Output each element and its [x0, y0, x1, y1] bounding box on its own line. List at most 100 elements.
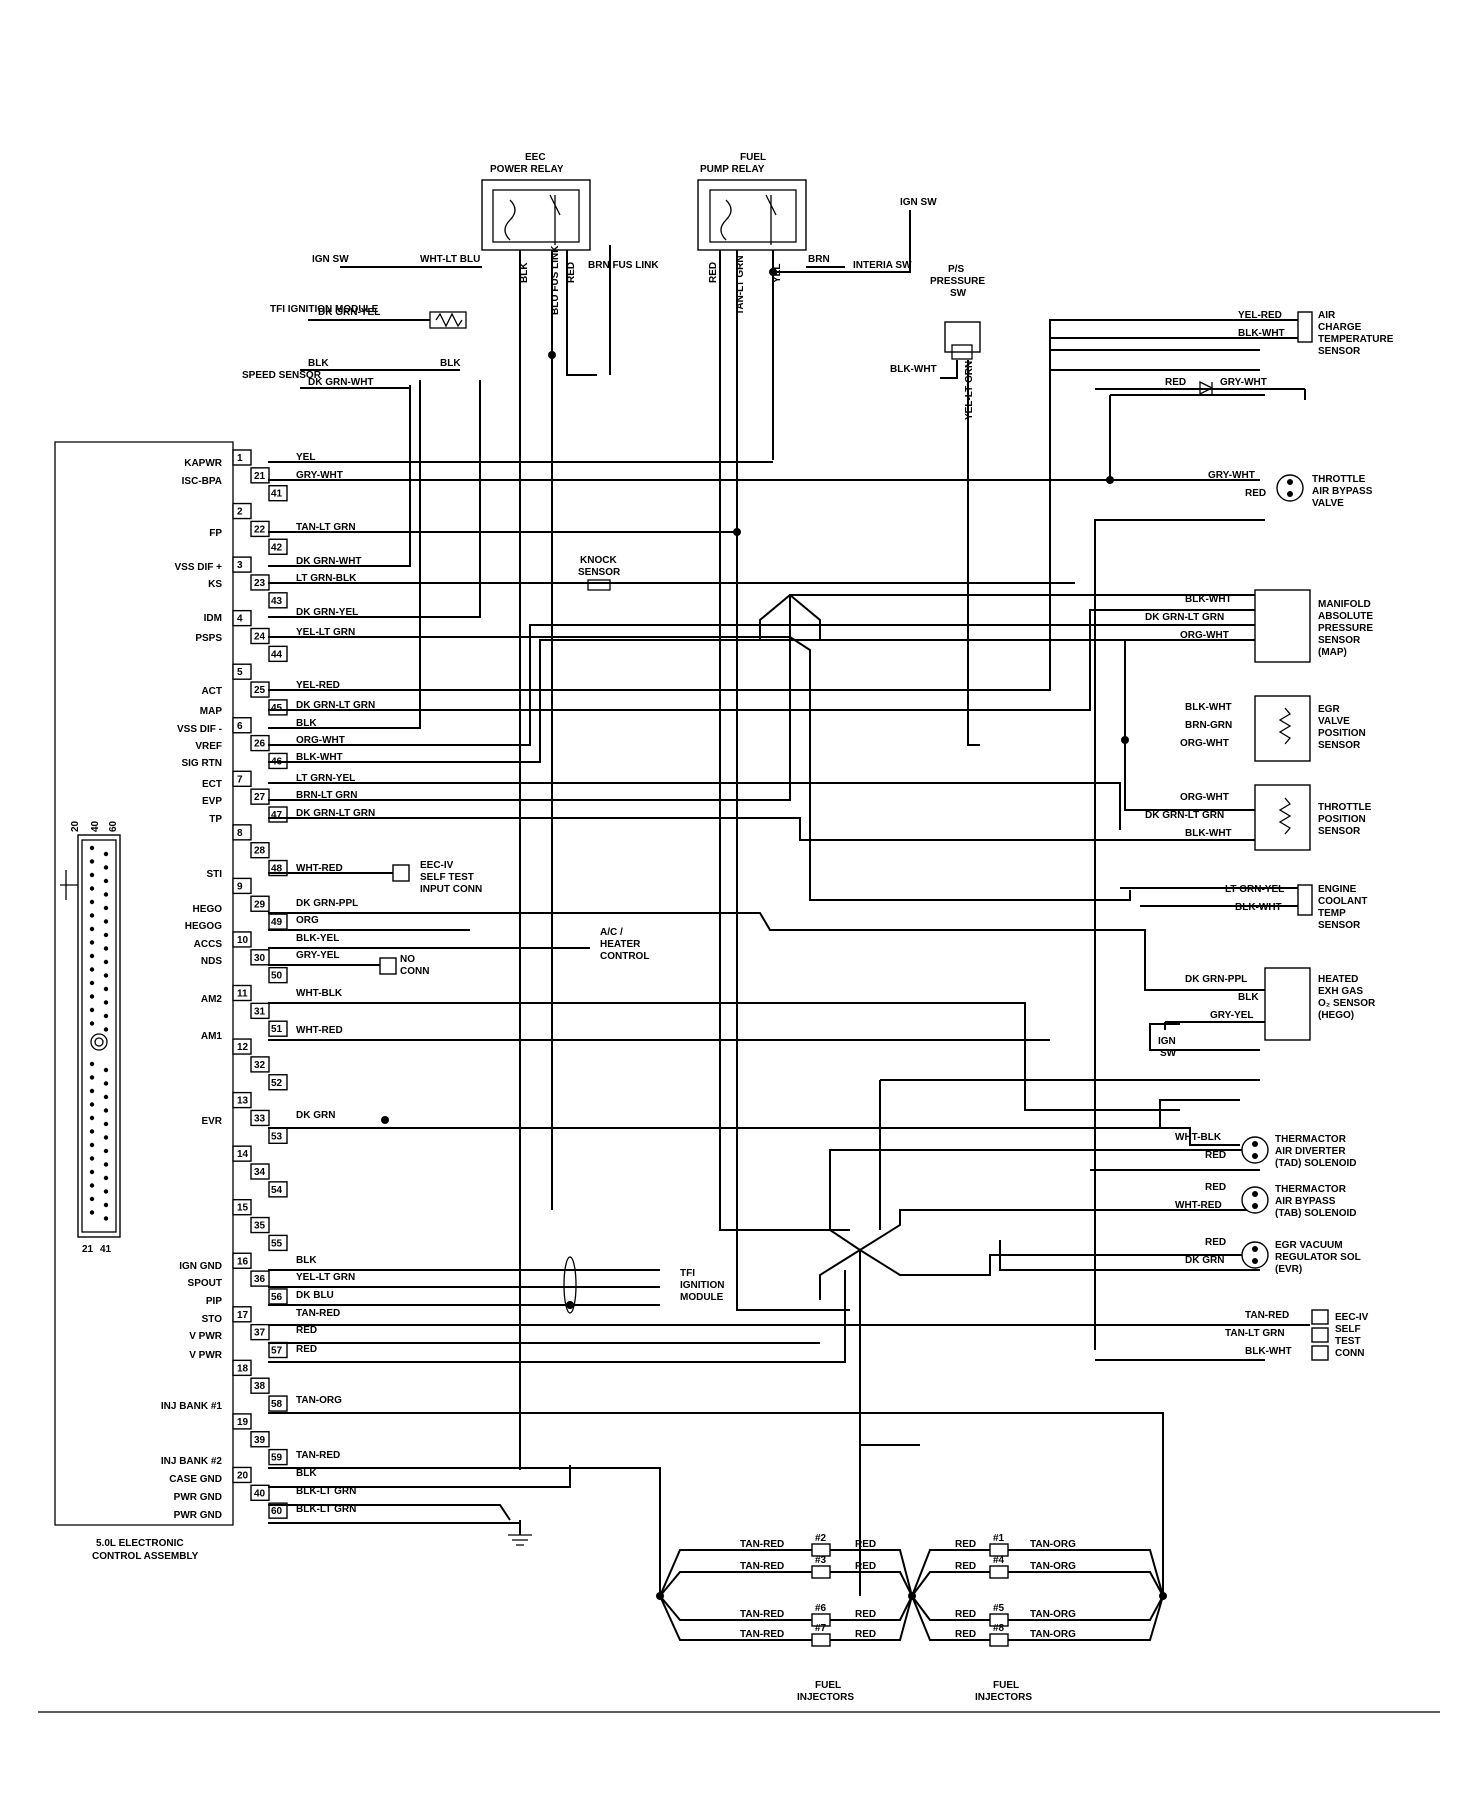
egr-n2: VALVE — [1318, 716, 1350, 727]
act-n2: CHARGE — [1318, 322, 1362, 333]
pin-label-mid: 30 — [254, 953, 266, 964]
throttle-air-bypass-valve: GRY-WHT RED THROTTLE AIR BYPASS VALVE — [1208, 470, 1373, 509]
pin-label-left: 8 — [237, 828, 243, 839]
st-n4: CONN — [1335, 1348, 1364, 1359]
injector-wire: RED — [955, 1561, 976, 1572]
tps-w3: BLK-WHT — [1185, 828, 1232, 839]
tabs-w2: WHT-RED — [1175, 1200, 1222, 1211]
act-w2: BLK-WHT — [1238, 328, 1285, 339]
ecu-signal: VSS DIF - — [177, 724, 222, 735]
ecu-signal: ISC-BPA — [182, 476, 222, 487]
map-w3: ORG-WHT — [1180, 630, 1229, 641]
injector-number: #5 — [993, 1603, 1005, 1614]
wire-label: TAN-RED — [296, 1308, 340, 1319]
knock-line2: SENSOR — [578, 567, 621, 578]
ecu-signal: FP — [209, 528, 222, 539]
pin-label-mid: 33 — [254, 1113, 266, 1124]
map-sensor: BLK-WHT DK GRN-LT GRN ORG-WHT MANIFOLD A… — [1145, 589, 1373, 663]
tfi-b-line1: TFI — [680, 1268, 695, 1279]
injector-wire: TAN-ORG — [1030, 1609, 1076, 1620]
pin-label-right: 42 — [271, 542, 283, 553]
wire-label: BLK — [296, 1468, 317, 1479]
wire-harness — [268, 210, 1310, 1641]
ecu-signal: HEGO — [193, 904, 223, 915]
act-n3: TEMPERATURE — [1318, 334, 1394, 345]
ect-w2: BLK-WHT — [1235, 902, 1282, 913]
pin-label-mid: 37 — [254, 1328, 266, 1339]
wire-brn: BRN — [808, 254, 830, 265]
pin-label-left: 3 — [237, 560, 243, 571]
evr-n1: EGR VACUUM — [1275, 1240, 1343, 1251]
pin-label-mid: 36 — [254, 1274, 266, 1285]
ps-line1: P/S — [948, 264, 964, 275]
ecu-signal: ACCS — [194, 939, 223, 950]
wire-label: BLK-WHT — [296, 752, 343, 763]
knock-line1: KNOCK — [580, 555, 617, 566]
tad-n1: THERMACTOR — [1275, 1134, 1347, 1145]
pin-label-left: 15 — [237, 1203, 249, 1214]
hego-n4: (HEGO) — [1318, 1010, 1354, 1021]
ecu-signal: HEGOG — [185, 921, 222, 932]
ect-n1: ENGINE — [1318, 884, 1357, 895]
ps-pressure-switch: P/S PRESSURE SW — [930, 264, 985, 360]
pin-label-right: 59 — [271, 1453, 283, 1464]
pin-label-left: 20 — [237, 1470, 249, 1481]
map-n1: MANIFOLD — [1318, 599, 1371, 610]
tabs-n3: (TAB) SOLENOID — [1275, 1208, 1356, 1219]
pin-label-right: 56 — [271, 1292, 283, 1303]
tab-w2: RED — [1245, 488, 1266, 499]
eec-relay-line2: POWER RELAY — [490, 164, 564, 175]
map-n4: SENSOR — [1318, 635, 1361, 646]
ecu-signal: STI — [206, 869, 222, 880]
wire-pump-yel: YEL — [772, 264, 783, 283]
wire-blu-fus-link: BLU FUS LINK — [550, 245, 561, 315]
air-charge-temp-sensor: YEL-RED BLK-WHT AIR CHARGE TEMPERATURE S… — [1050, 310, 1394, 357]
pin-label-mid: 39 — [254, 1435, 266, 1446]
wire-label: WHT-BLK — [296, 988, 343, 999]
pin-label-right: 53 — [271, 1131, 283, 1142]
pin-label-left: 14 — [237, 1149, 249, 1160]
tad-n3: (TAD) SOLENOID — [1275, 1158, 1356, 1169]
wire-label: LT GRN-BLK — [296, 573, 357, 584]
tab-n3: VALVE — [1312, 498, 1344, 509]
injector-number: #2 — [815, 1533, 827, 1544]
wire-label: DK GRN-LT GRN — [296, 808, 375, 819]
wire-label: RED — [296, 1344, 317, 1355]
act-n4: SENSOR — [1318, 346, 1361, 357]
pin-label-left: 11 — [237, 989, 248, 1000]
wire-label: TAN-RED — [296, 1450, 340, 1461]
ecu-signal: AM2 — [201, 994, 223, 1005]
ecu-signal: EVR — [201, 1116, 222, 1127]
pin-label-mid: 26 — [254, 739, 266, 750]
tab-w1: GRY-WHT — [1208, 470, 1255, 481]
st-w2: TAN-LT GRN — [1225, 1328, 1285, 1339]
sti-line2: SELF TEST — [420, 872, 474, 883]
hego-w1: DK GRN-PPL — [1185, 974, 1247, 985]
egr-w2: BRN-GRN — [1185, 720, 1232, 731]
ign-sw-left: IGN SW — [312, 254, 349, 265]
wire-pump-red: RED — [708, 262, 719, 283]
inertia-sw: INTERIA SW — [853, 260, 912, 271]
ecu-signal: INJ BANK #2 — [161, 1456, 223, 1467]
ecu-signal: ACT — [201, 686, 222, 697]
injector-number: #3 — [815, 1555, 827, 1566]
speed-sensor-label: SPEED SENSOR — [242, 370, 322, 381]
wire-label: BLK-LT GRN — [296, 1504, 356, 1515]
heated-exh-gas-o2-sensor: DK GRN-PPL BLK GRY-YEL HEATED EXH GAS O₂… — [1158, 967, 1376, 1059]
tab-n1: THROTTLE — [1312, 474, 1366, 485]
tfi-b-line3: MODULE — [680, 1292, 724, 1303]
ect-n3: TEMP — [1318, 908, 1346, 919]
ps-line2: PRESSURE — [930, 276, 985, 287]
st-n2: SELF — [1335, 1324, 1361, 1335]
tps-n2: POSITION — [1318, 814, 1366, 825]
injector-wire: TAN-RED — [740, 1539, 784, 1550]
hego-n1: HEATED — [1318, 974, 1358, 985]
wire-label: BLK-LT GRN — [296, 1486, 356, 1497]
egr-w1: BLK-WHT — [1185, 702, 1232, 713]
wire-label: WHT-RED — [296, 1025, 343, 1036]
injector-wire: TAN-ORG — [1030, 1629, 1076, 1640]
wire-label: YEL — [296, 452, 315, 463]
map-w1: BLK-WHT — [1185, 594, 1232, 605]
pin-label-mid: 35 — [254, 1221, 266, 1232]
